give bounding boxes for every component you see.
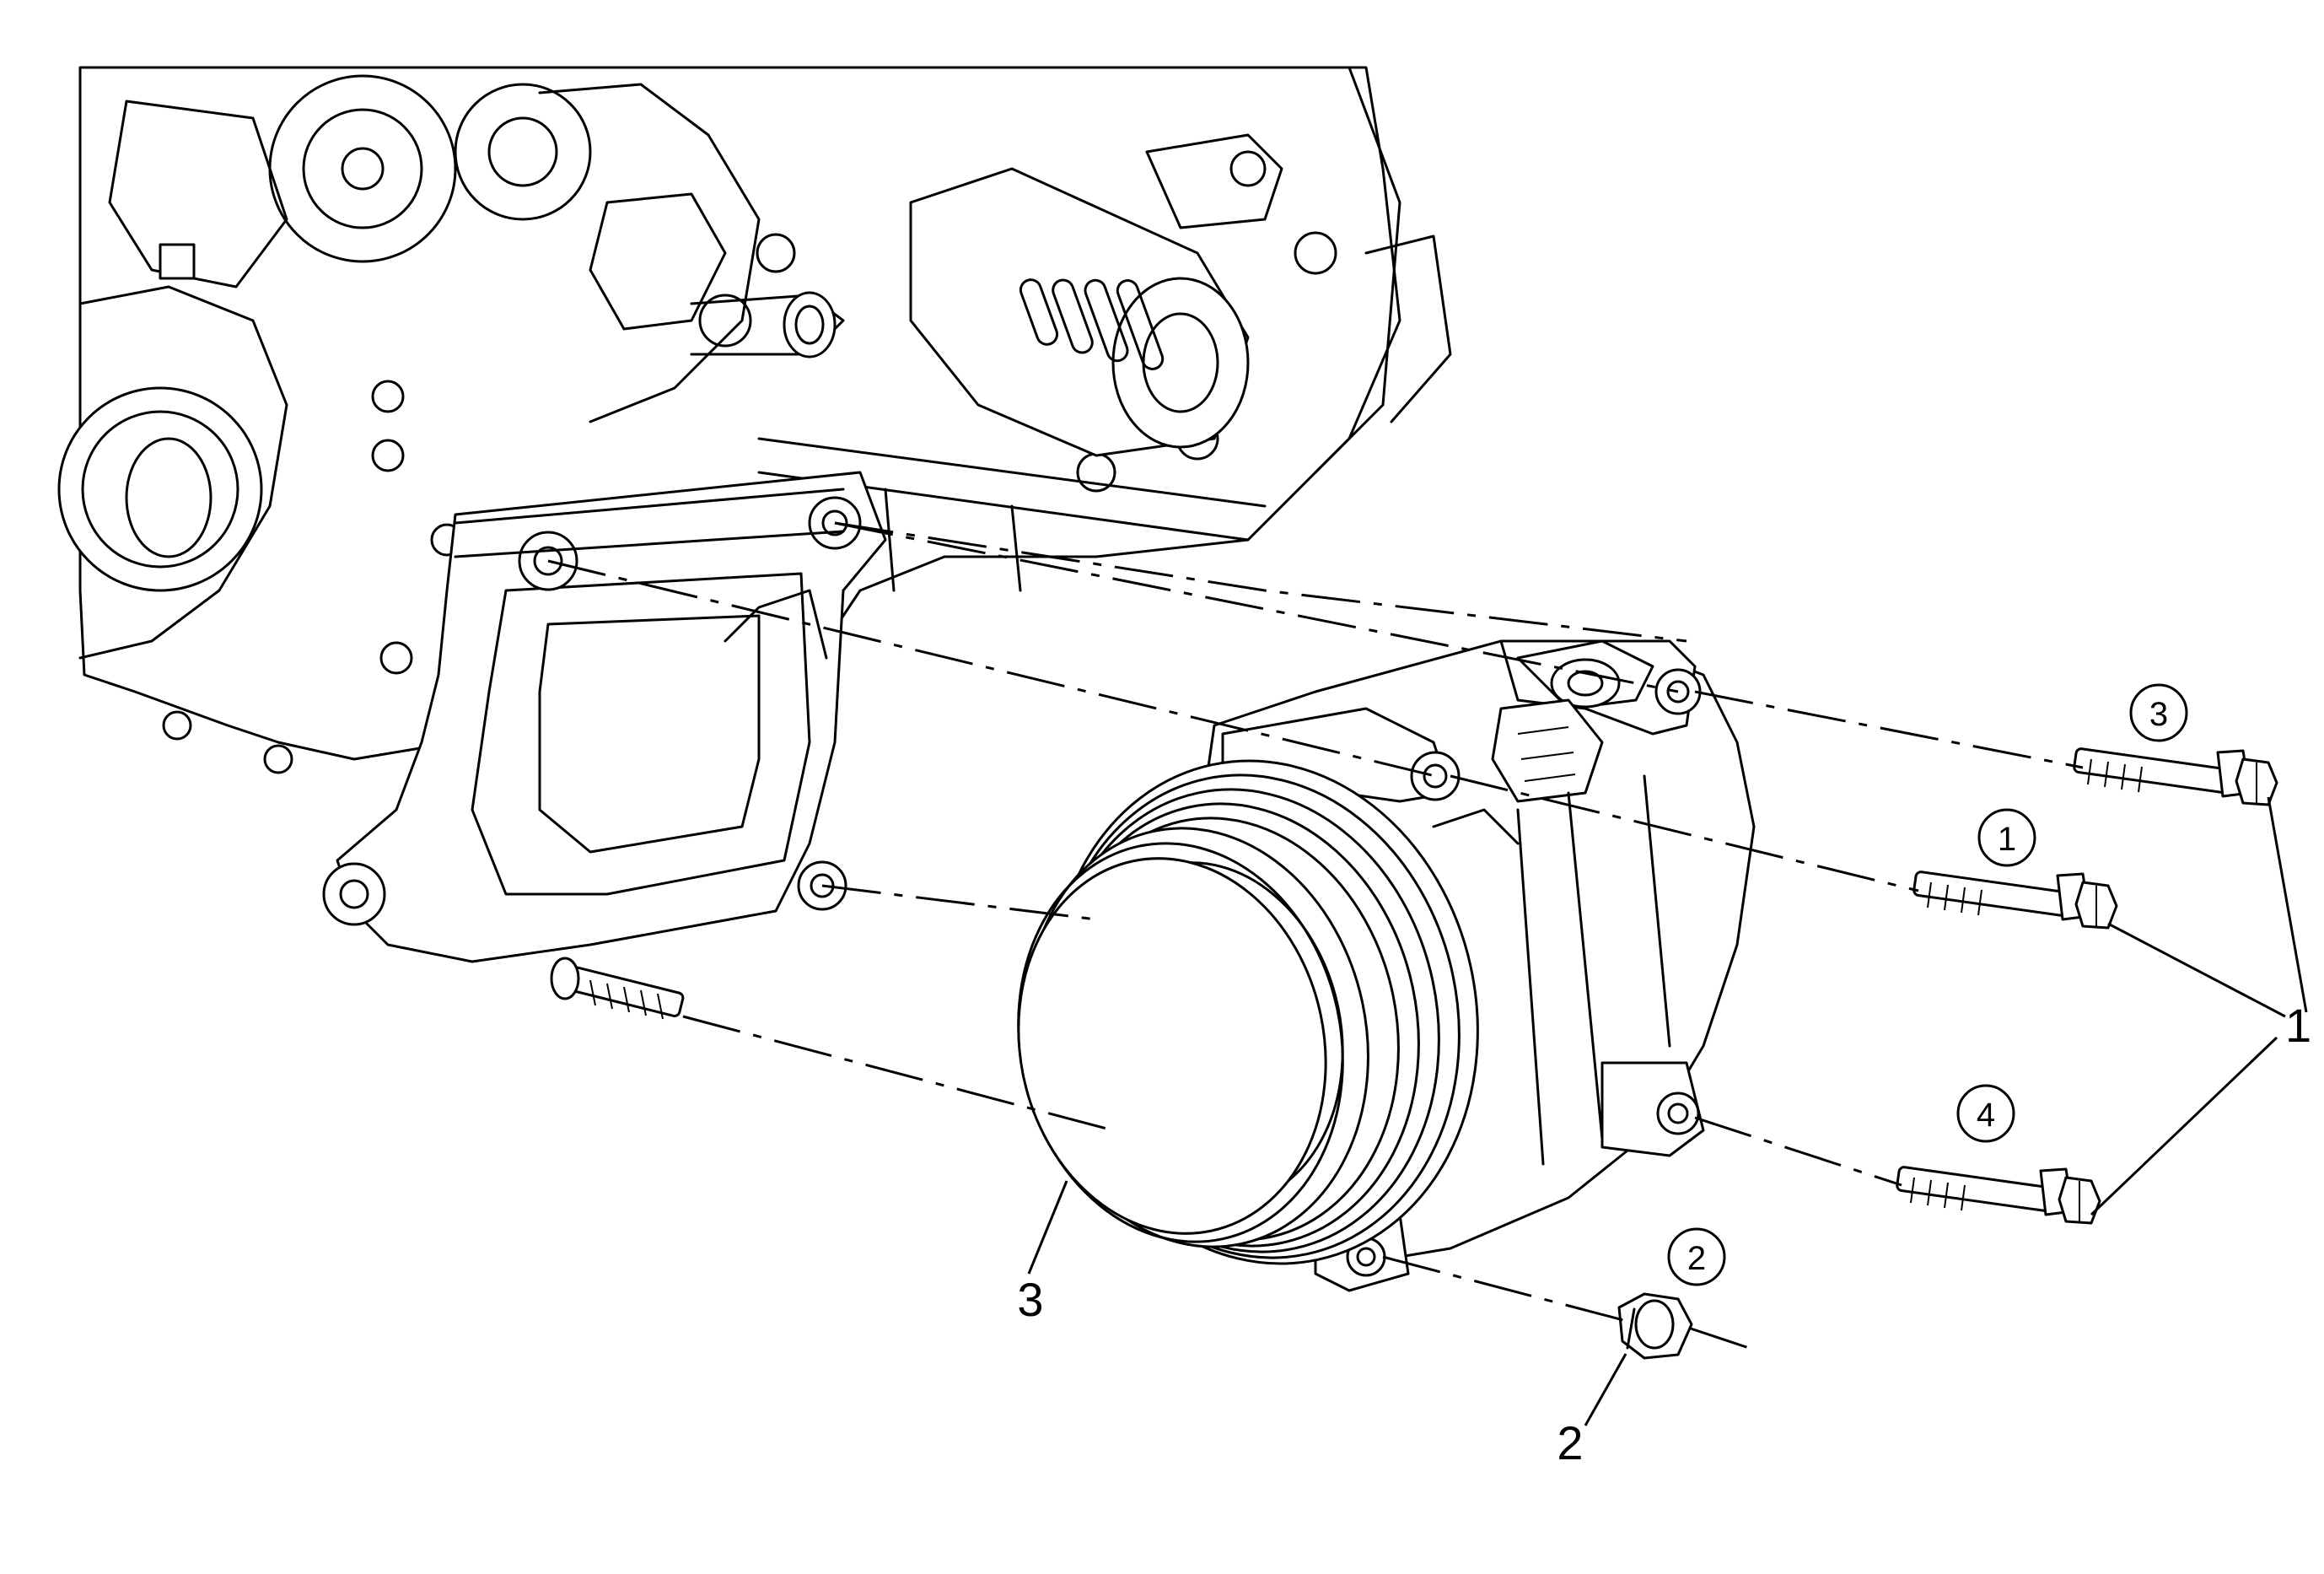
bolt-upper-middle (1912, 871, 2118, 930)
sequence-number: 1 (1998, 821, 2016, 858)
nut (1617, 1292, 1693, 1360)
idler-pulley-icon (268, 74, 457, 263)
sequence-marker-3: 3 (2129, 683, 2188, 742)
alignment-lines (547, 521, 2084, 1351)
leader-lines (1027, 796, 2308, 1426)
compressor-bracket (322, 471, 887, 1020)
sequence-marker-1: 1 (1977, 808, 2036, 867)
compressor-pulley-icon (1017, 759, 1479, 1265)
callout-nut: 2 (1557, 1416, 1583, 1469)
oil-filter-icon (909, 167, 1250, 457)
sequence-marker-2: 2 (1667, 1227, 1726, 1286)
compressor-connector-icon (1491, 698, 1604, 803)
bolt-lower-rear (1896, 1166, 2101, 1225)
tensioner-pulley-icon (454, 83, 592, 221)
sequence-number: 2 (1687, 1240, 1706, 1277)
compressor-ear-upper-middle-icon (1410, 751, 1461, 801)
compressor-ear-lower-rear-icon (1656, 1092, 1700, 1135)
ac-compressor (1017, 639, 1756, 1292)
callout-compressor: 3 (1017, 1273, 1043, 1326)
mounting-stud-icon (550, 957, 685, 1020)
sequence-number: 3 (2149, 696, 2168, 733)
sequence-marker-4: 4 (1956, 1084, 2015, 1143)
sequence-number: 4 (1977, 1097, 1995, 1134)
bolt-upper-rear (2073, 747, 2278, 806)
callout-fasteners: 1 (2285, 999, 2311, 1052)
engine-block (57, 66, 1452, 774)
